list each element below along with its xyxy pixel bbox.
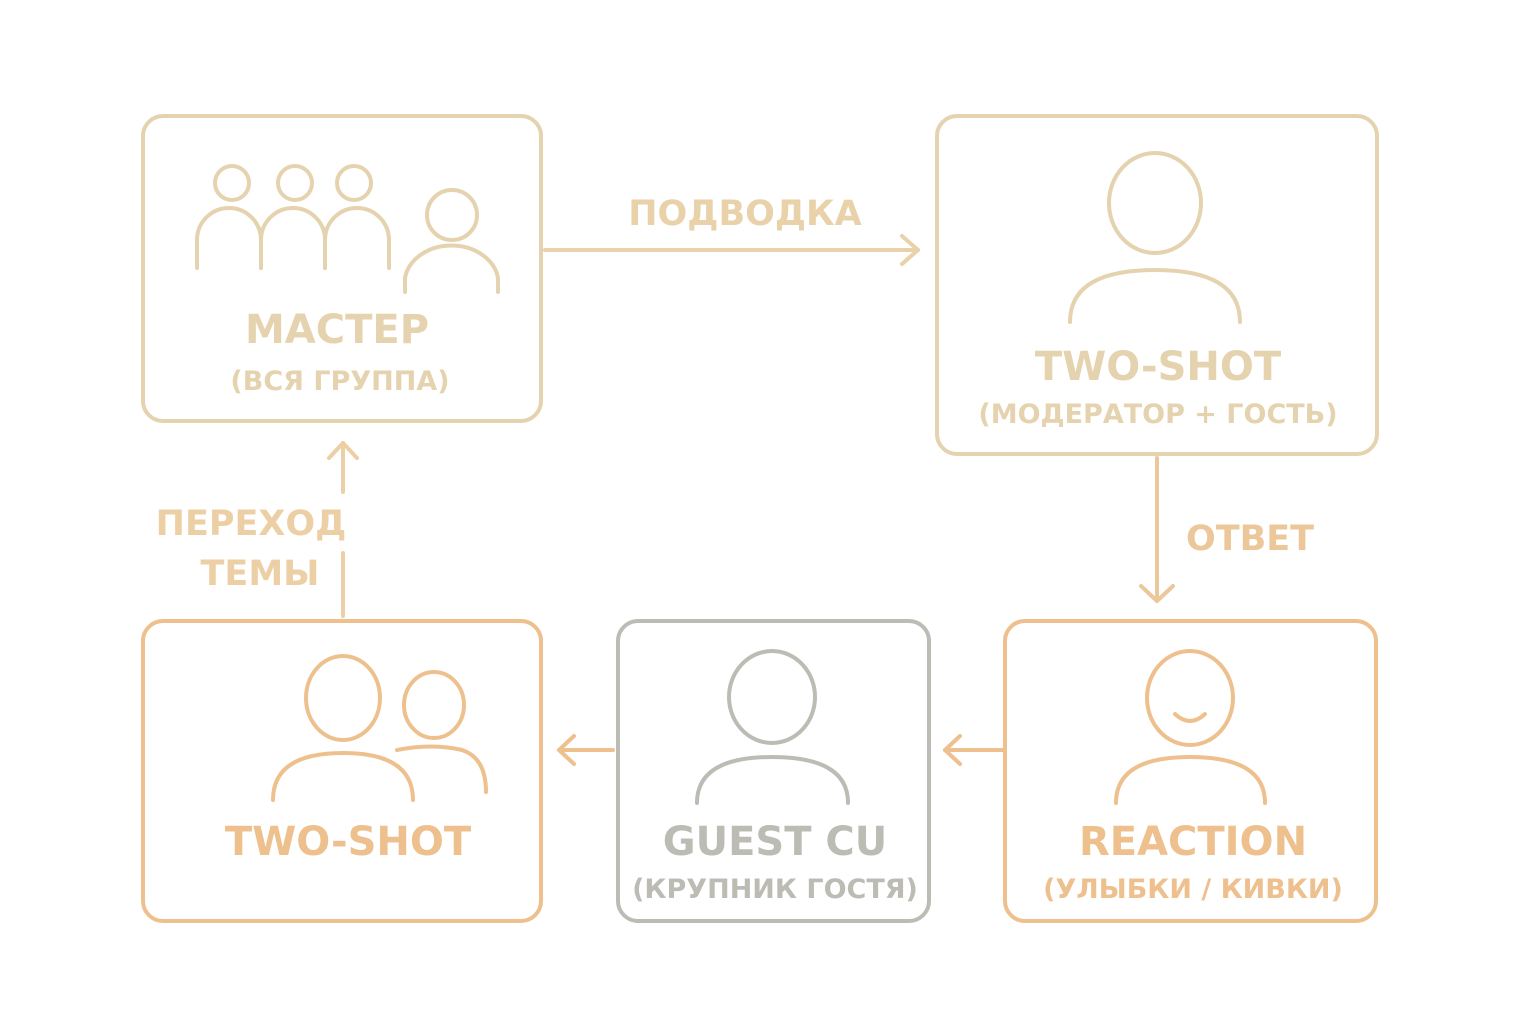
node-guest-cu: GUEST CU (КРУПНИК ГОСТЯ)	[616, 619, 931, 923]
node-guest-cu-subtitle: (КРУПНИК ГОСТЯ)	[632, 874, 918, 905]
edge-two-shot-to-master: ПЕРЕХОД ТЕМЫ	[156, 441, 359, 618]
node-two-shot-bottom-title: TWO-SHOT	[225, 819, 472, 865]
node-reaction-subtitle: (УЛЫБКИ / КИВКИ)	[1043, 874, 1343, 905]
edge-two-shot-to-master-label-line1: ПЕРЕХОД	[156, 504, 347, 544]
node-master-title: МАСТЕР	[245, 307, 429, 353]
edge-master-to-two-shot: ПОДВОДКА	[543, 194, 920, 266]
edge-guest-to-two-shot	[557, 734, 615, 766]
node-two-shot-top: TWO-SHOT (МОДЕРАТОР + ГОСТЬ)	[935, 114, 1379, 456]
node-two-shot-top-title: TWO-SHOT	[1035, 344, 1282, 390]
node-reaction-title: REACTION	[1079, 819, 1307, 865]
arrowhead-left-icon	[943, 734, 962, 766]
edge-two-shot-to-reaction-label: ОТВЕТ	[1186, 519, 1314, 559]
node-guest-cu-box	[616, 619, 931, 923]
edge-master-to-two-shot-label: ПОДВОДКА	[628, 194, 862, 234]
edge-reaction-to-guest	[943, 734, 1005, 766]
smiling-person-icon	[1114, 649, 1267, 805]
node-guest-cu-title: GUEST CU	[663, 819, 888, 865]
arrowhead-down-icon	[1139, 584, 1175, 603]
node-reaction-box	[1003, 619, 1378, 923]
edge-two-shot-to-master-label-line2: ТЕМЫ	[201, 554, 320, 594]
edge-two-shot-to-reaction: ОТВЕТ	[1139, 456, 1314, 603]
node-master-box	[141, 114, 543, 423]
person-icon	[695, 649, 850, 805]
node-master-subtitle: (ВСЯ ГРУППА)	[230, 366, 449, 397]
group-icon	[195, 164, 500, 294]
arrowhead-left-icon	[557, 734, 576, 766]
node-reaction: REACTION (УЛЫБКИ / КИВКИ)	[1003, 619, 1378, 923]
node-two-shot-top-subtitle: (МОДЕРАТОР + ГОСТЬ)	[978, 399, 1337, 430]
arrowhead-right-icon	[900, 234, 920, 266]
node-two-shot-bottom-box	[141, 619, 543, 923]
arrowhead-up-icon	[327, 441, 359, 460]
two-people-icon	[271, 654, 488, 802]
node-master: МАСТЕР (ВСЯ ГРУППА)	[141, 114, 543, 423]
person-icon	[1068, 151, 1242, 324]
node-two-shot-bottom: TWO-SHOT	[141, 619, 543, 923]
node-two-shot-top-box	[935, 114, 1379, 456]
